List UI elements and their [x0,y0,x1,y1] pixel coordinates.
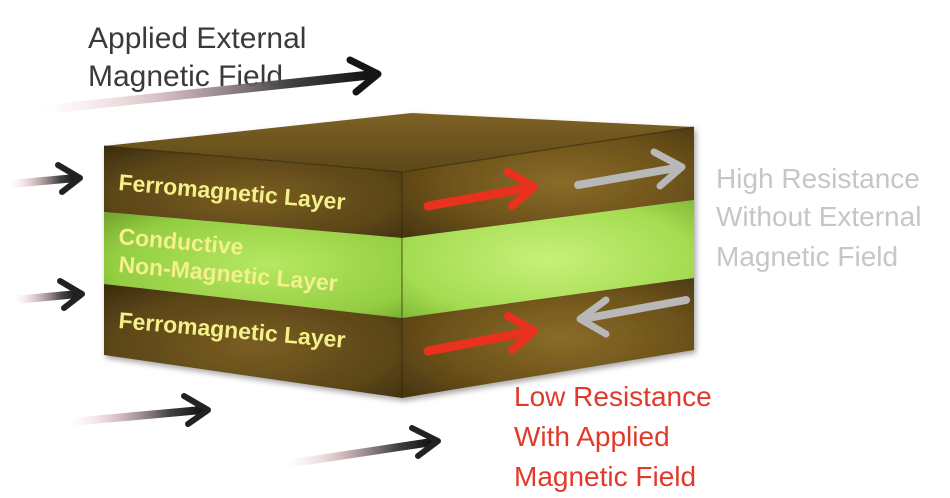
low-resistance-line2: With Applied [514,421,670,452]
block-top-face [104,113,694,172]
high-resistance-line3: Magnetic Field [716,241,898,272]
high-resistance-line2: Without External [716,201,921,232]
front-bottom-ferromagnetic [104,284,402,398]
field-arrow-icon [6,162,83,195]
front-conductive [104,212,402,318]
low-resistance-line1: Low Resistance [514,381,712,412]
field-arrow-icon [282,425,441,468]
field-arrow-icon [10,278,85,311]
low-resistance-line3: Magnetic Field [514,461,696,492]
magnetization-arrow-icon [574,148,686,190]
magnetization-arrow-icon [576,296,690,338]
low-resistance-label: Low Resistance With Applied Magnetic Fie… [514,381,712,492]
high-resistance-label: High Resistance Without External Magneti… [716,163,921,272]
magnetization-arrow-icon [423,312,538,356]
magnetization-arrow-icon [423,168,538,211]
front-top-ferromagnetic [104,146,402,238]
applied-field-title: Applied External Magnetic Field [88,22,306,93]
layer-stack [103,113,695,398]
side-top-ferromagnetic [402,127,694,238]
field-arrow-icon [35,56,382,115]
field-arrow-icon [66,393,211,427]
high-resistance-line1: High Resistance [716,163,920,194]
side-conductive [402,200,694,318]
applied-field-title-line1: Applied External [88,22,306,55]
